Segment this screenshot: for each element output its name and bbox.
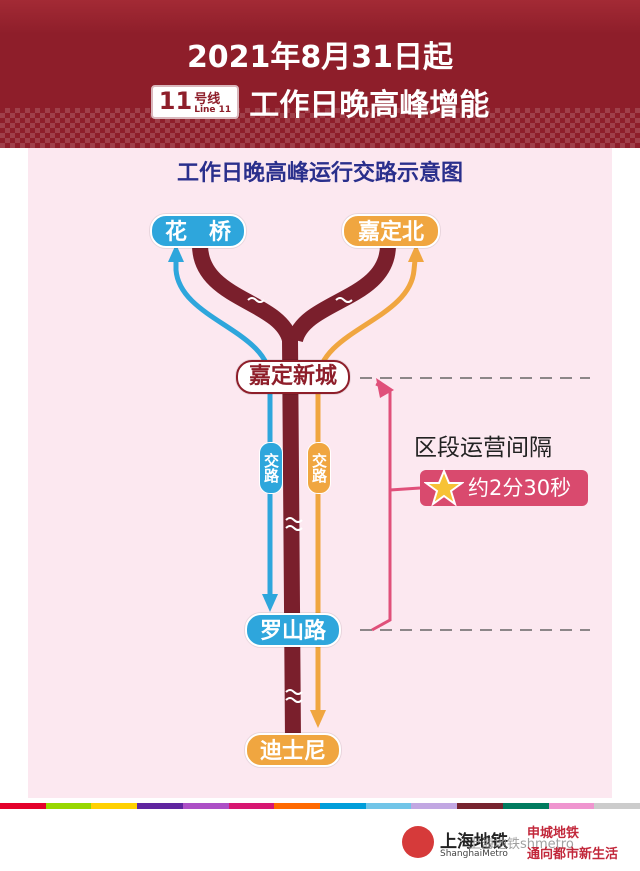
footer-color-bar	[0, 803, 640, 809]
line-number: 11	[158, 87, 193, 115]
maroon-line-left-branch	[192, 244, 301, 741]
interval-arrowhead	[376, 378, 394, 398]
break-marks	[247, 297, 353, 703]
station-jiadingxincheng: 嘉定新城	[236, 360, 350, 394]
orange-arrowhead-up	[408, 244, 424, 262]
watermark: 上海地铁shmetro	[468, 837, 574, 852]
station-jiadingbei: 嘉定北	[342, 214, 440, 248]
slogan-line1: 申城地铁	[527, 826, 580, 841]
logo-cn: 上海地铁	[440, 832, 508, 852]
station-huaqiao: 花 桥	[150, 214, 246, 248]
diagram-title: 工作日晚高峰运行交路示意图	[176, 161, 463, 186]
orange-arrowhead-down	[310, 710, 326, 728]
blue-arrowhead-up	[168, 244, 184, 262]
route-label-orange: 交路	[307, 442, 331, 494]
date-line: 2021年8月31日起	[186, 40, 454, 75]
line-11-badge: 11 号线 Line 11	[150, 85, 240, 119]
metro-logo-icon	[402, 826, 434, 858]
line-badge-text: 号线 Line 11	[194, 93, 231, 115]
interval-title: 区段运营间隔	[414, 435, 552, 461]
header-stripe	[0, 0, 640, 34]
orange-route-line	[315, 249, 419, 720]
line-cn-label: 号线	[194, 92, 221, 107]
headline-row: 11 号线 Line 11 工作日晚高峰增能	[0, 80, 640, 124]
station-dishini: 迪士尼	[245, 733, 341, 767]
route-label-blue: 交路	[259, 442, 283, 494]
footer	[0, 798, 640, 871]
header-banner	[0, 0, 640, 148]
interval-connector	[389, 486, 421, 492]
station-luoshanlu: 罗山路	[245, 613, 341, 647]
headline: 工作日晚高峰增能	[249, 88, 490, 123]
line-en-label: Line 11	[194, 105, 232, 115]
interval-bracket	[371, 382, 392, 632]
maroon-line-right-branch	[287, 244, 396, 343]
blue-arrowhead-down	[262, 594, 278, 612]
logo-en: ShanghaiMetro	[440, 849, 508, 859]
star-icon	[424, 468, 464, 507]
slogan-line2: 通向都市新生活	[527, 847, 619, 862]
header-checker-pattern	[0, 108, 640, 148]
